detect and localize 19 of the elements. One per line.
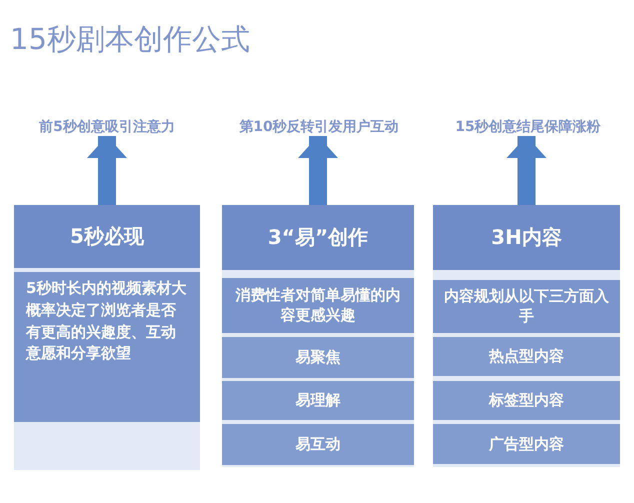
- content-box: 易理解: [222, 381, 414, 420]
- content-box: 易互动: [222, 424, 414, 465]
- block-arrow: [87, 136, 127, 205]
- content-box: 5秒时长内的视频素材大概率决定了浏览者是否有更高的兴趣度、互动意愿和分享欲望: [14, 272, 200, 422]
- header-box: 5秒必现: [14, 205, 200, 268]
- content-box: 标签型内容: [433, 381, 620, 420]
- content-box: 广告型内容: [433, 424, 620, 464]
- goal-text: 15秒创意结尾保障涨粉: [428, 118, 628, 136]
- content-box: 内容规划从以下三方面入手: [433, 280, 620, 333]
- goal-text: 第10秒反转引发用户互动: [214, 118, 424, 136]
- block-arrow: [506, 136, 546, 205]
- content-box: 消费性者对简单易懂的内容更感兴趣: [222, 278, 414, 333]
- header-box: 3H内容: [433, 205, 620, 270]
- title: 15秒剧本创作公式: [10, 21, 250, 58]
- block-arrow: [298, 136, 338, 205]
- goal-text: 前5秒创意吸引注意力: [14, 118, 200, 136]
- content-box: 易聚焦: [222, 337, 414, 378]
- content-box: 热点型内容: [433, 337, 620, 376]
- header-box: 3“易”创作: [222, 205, 414, 270]
